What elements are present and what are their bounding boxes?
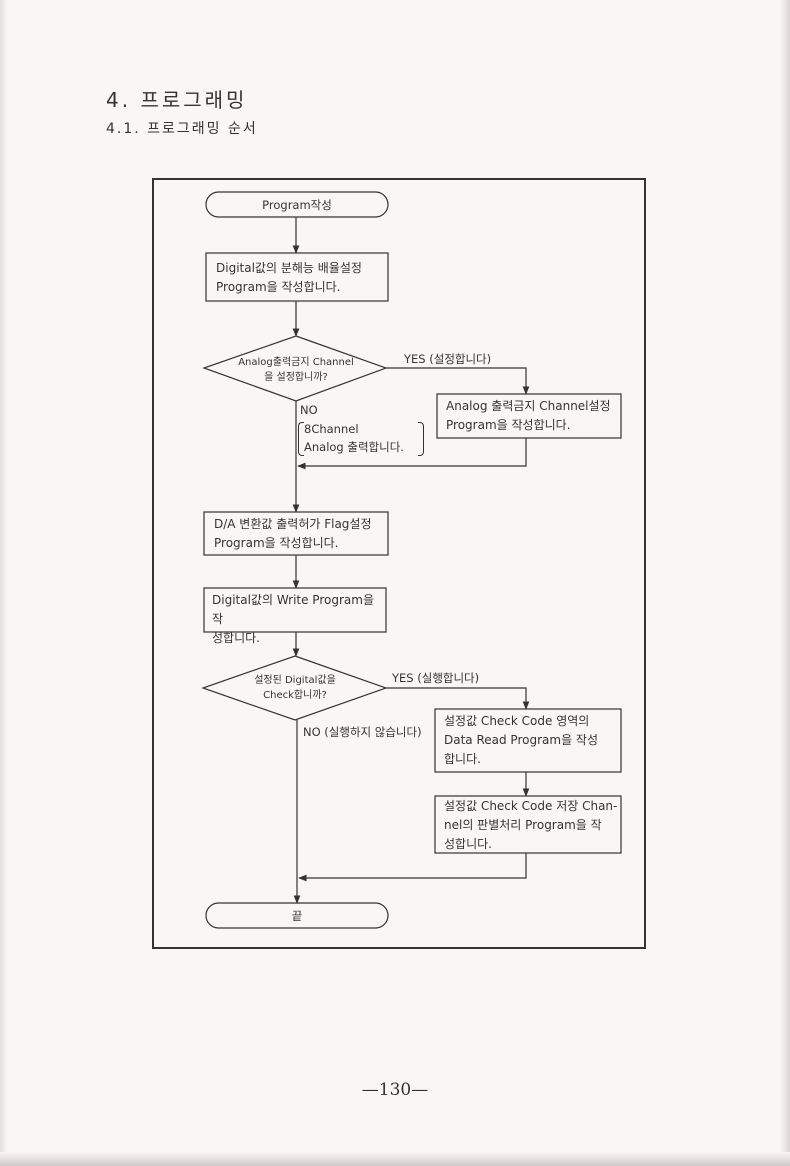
note-bracket-right [418,422,424,456]
page-edge-bottom [0,1152,790,1166]
step1-line2: Program을 작성합니다. [216,280,341,294]
step3-line1: Digital값의 Write Program을 작 [212,593,374,626]
page-number: —130— [361,1080,429,1100]
decision1-no-label: NO [300,403,318,417]
decision1-text: Analog출력금지 Channel 을 설정합니까? [226,355,366,385]
end-label: 끝 [291,909,303,923]
step-yes2b-text: 설정값 Check Code 저장 Chan- nel의 판별처리 Progra… [444,797,620,854]
step-yes2b-line1: 설정값 Check Code 저장 Chan- [444,799,618,813]
decision1-yes-label: YES (설정합니다) [404,352,492,366]
step-yes1-line1: Analog 출력금지 Channel설정 [446,399,611,413]
arrow-yes1-merge [297,438,527,470]
step1-text: Digital값의 분해능 배율설정 Program을 작성합니다. [216,259,386,297]
section-heading: 4. 프로그래밍 [106,88,248,112]
step2-text: D/A 변환값 출력허가 Flag설정 Program을 작성합니다. [214,515,386,553]
note-bracket-left [298,422,304,456]
step1-line1: Digital값의 분해능 배율설정 [216,261,362,275]
decision2-line1: 설정된 Digital값을 [254,675,336,686]
note-line2: Analog 출력합니다. [304,440,404,454]
decision2-no-label: NO (실행하지 않습니다) [303,725,422,739]
page-edge-right [780,0,790,1166]
step-yes1-text: Analog 출력금지 Channel설정 Program을 작성합니다. [446,397,620,435]
step3-line2: 성합니다. [212,631,260,645]
step2-line2: Program을 작성합니다. [214,536,339,550]
decision2-text: 설정된 Digital값을 Check합니까? [230,673,360,703]
arrow-decision2-yes [386,687,530,710]
step2-line1: D/A 변환값 출력허가 Flag설정 [214,517,372,531]
step-yes2b-line2: nel의 판별처리 Program을 작 [444,818,602,832]
step-yes2a-line2: Data Read Program을 작성 [444,733,598,747]
step-yes2b-line3: 성합니다. [444,837,492,851]
decision2-yes-label: YES (실행합니다) [392,671,480,685]
decision2-diamond [201,655,388,721]
start-label: Program작성 [262,198,332,212]
no1-note: 8Channel Analog 출력합니다. [298,420,424,456]
subsection-heading: 4.1. 프로그래밍 순서 [106,121,258,137]
flowchart-frame [152,178,646,949]
step-yes2a-line1: 설정값 Check Code 영역의 [444,714,590,728]
start-terminal [205,191,389,218]
arrow-yes2b-merge [298,853,527,882]
page-edge-left [0,0,8,1166]
decision2-line2: Check합니까? [263,690,327,701]
step3-text: Digital값의 Write Program을 작 성합니다. [212,591,384,648]
step-yes2a-text: 설정값 Check Code 영역의 Data Read Program을 작성… [444,712,620,769]
step-yes2a-line3: 합니다. [444,752,481,766]
decision1-line1: Analog출력금지 Channel [238,357,354,368]
arrow-decision1-yes [386,367,530,395]
step-yes1-line2: Program을 작성합니다. [446,418,571,432]
decision1-line2: 을 설정합니까? [264,372,328,383]
note-line1: 8Channel [304,422,359,436]
